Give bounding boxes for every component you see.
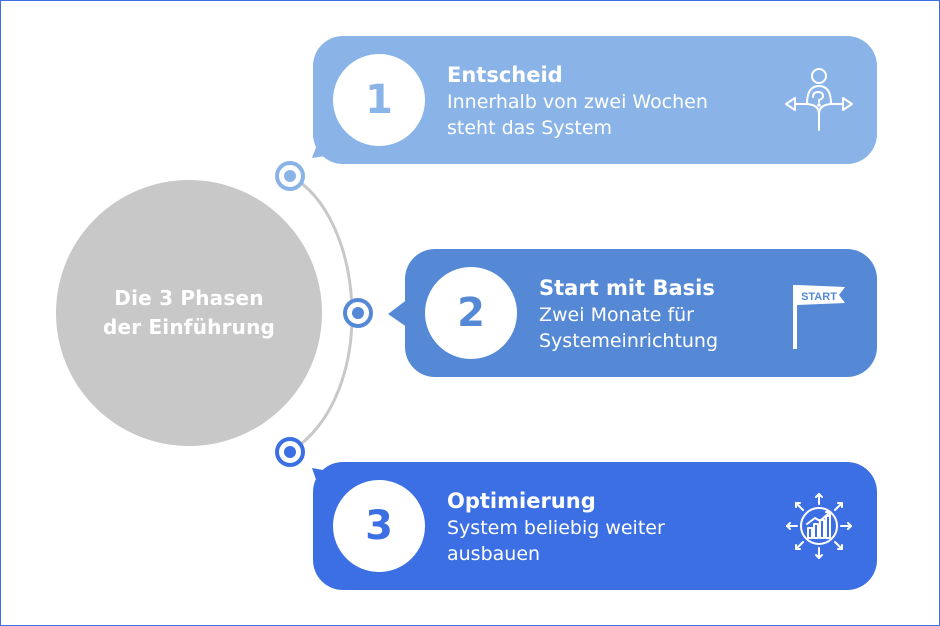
center-circle: Die 3 Phasen der Einführung [56,180,322,446]
phase-title-1: Entscheid [447,63,563,87]
phase-title-2: Start mit Basis [539,276,715,300]
connector-dot-1 [275,161,305,191]
start-flag-icon: START [793,285,845,349]
phase-description-3: System beliebig weiter ausbauen [447,517,665,565]
phase-number-circle-3: 3 [333,480,425,572]
center-label: Die 3 Phasen der Einführung [102,286,276,339]
growth-chart-icon [786,493,852,559]
connector-dot-3 [275,437,305,467]
flag-text: START [801,291,837,303]
phase-card-2: 2 Start mit Basis Zwei Monate für System… [405,249,877,377]
decision-person-arrows-icon [785,68,853,131]
phase-number-circle-2: 2 [425,267,517,359]
phase-card-1: 1 Entscheid Innerhalb von zwei Wochen st… [313,36,877,164]
phase-description-2: Zwei Monate für Systemeinrichtung [539,304,719,352]
phase-title-3: Optimierung [447,489,596,513]
connector-dot-2 [343,298,373,328]
phase-description-1: Innerhalb von zwei Wochen steht das Syst… [447,91,708,139]
phase-card-3: 3 Optimierung System beliebig weiter aus… [313,462,877,590]
phase-number-circle-1: 1 [333,54,425,146]
